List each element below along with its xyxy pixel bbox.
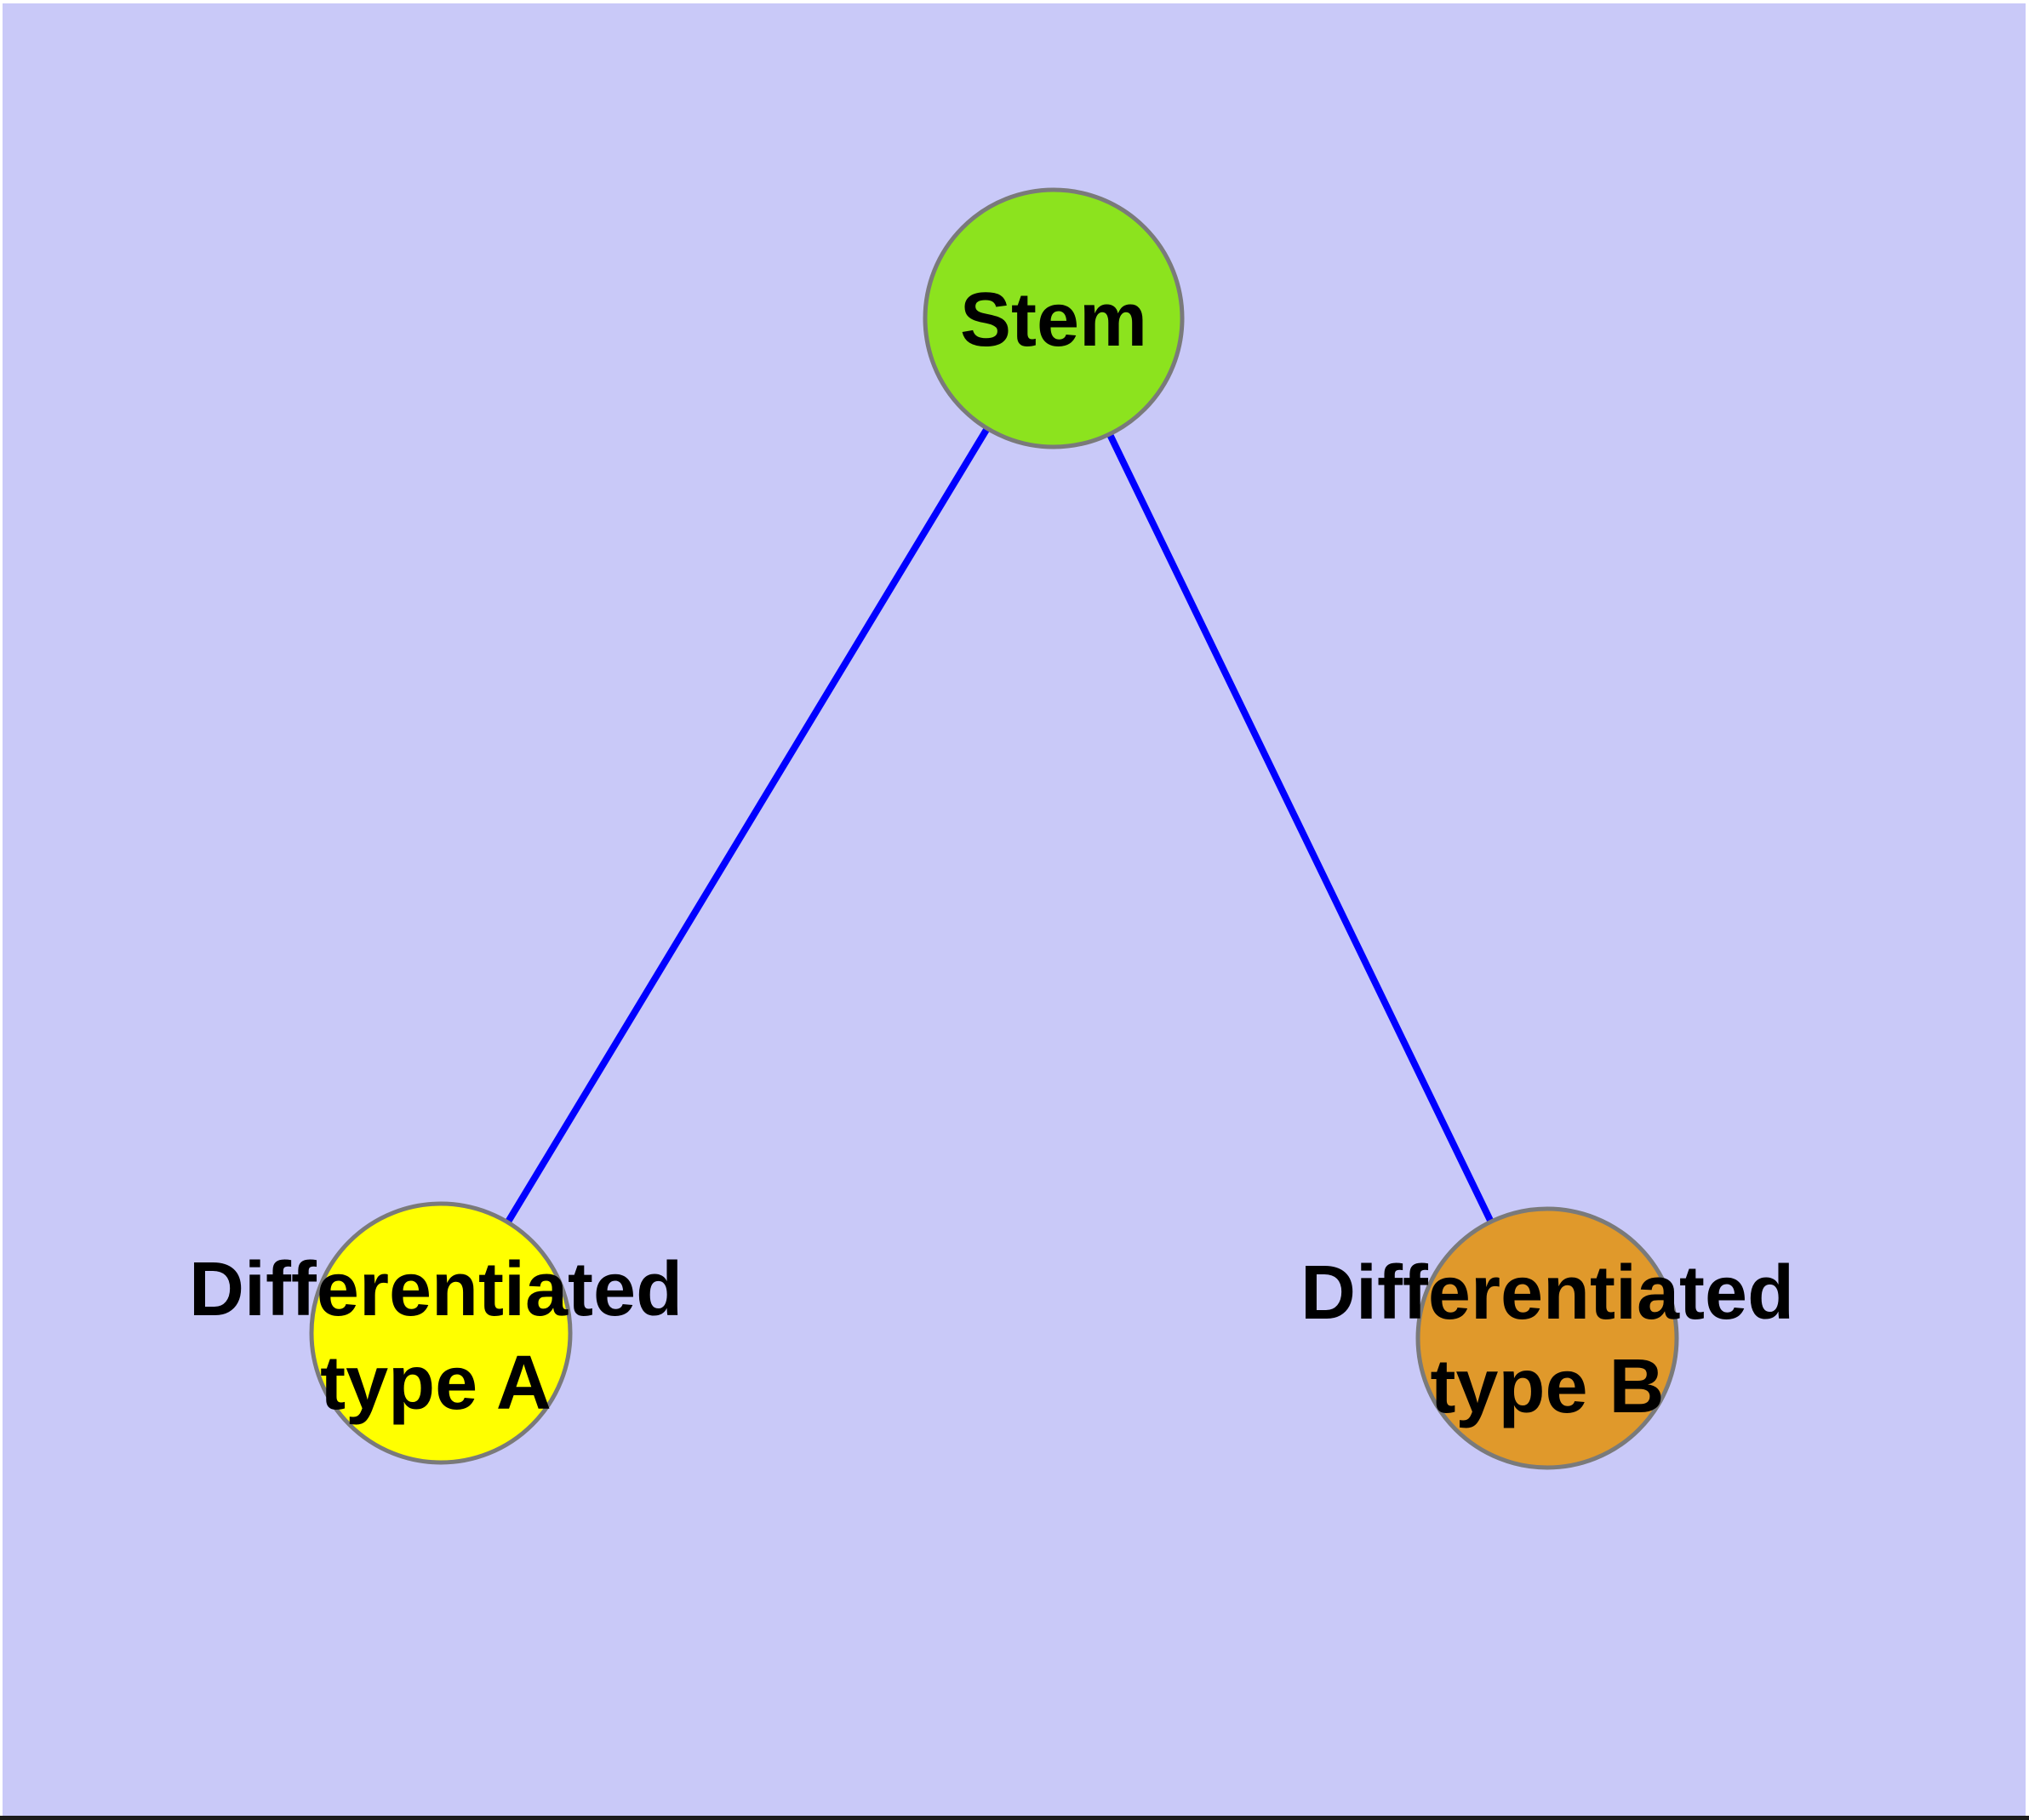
edge-stem-to-type-a [437, 316, 1057, 1336]
node-type-b-label-line1: Differentiated [1300, 1251, 1795, 1336]
node-type-a-label-line1: Differentiated [188, 1247, 683, 1332]
node-type-b-circle [1415, 1206, 1679, 1470]
node-stem-label: Stem [959, 278, 1148, 363]
node-type-b-label: Differentiated type B [1300, 1246, 1794, 1434]
node-type-a-circle [309, 1201, 573, 1465]
node-stem-circle [923, 187, 1185, 449]
edge-stem-to-type-b [1050, 317, 1551, 1340]
node-type-b-label-line2: type B [1430, 1344, 1665, 1429]
node-type-a-label-line2: type A [320, 1341, 552, 1426]
window-bottom-edge [0, 1816, 2029, 1820]
node-type-a-label: Differentiated type A [189, 1243, 683, 1430]
